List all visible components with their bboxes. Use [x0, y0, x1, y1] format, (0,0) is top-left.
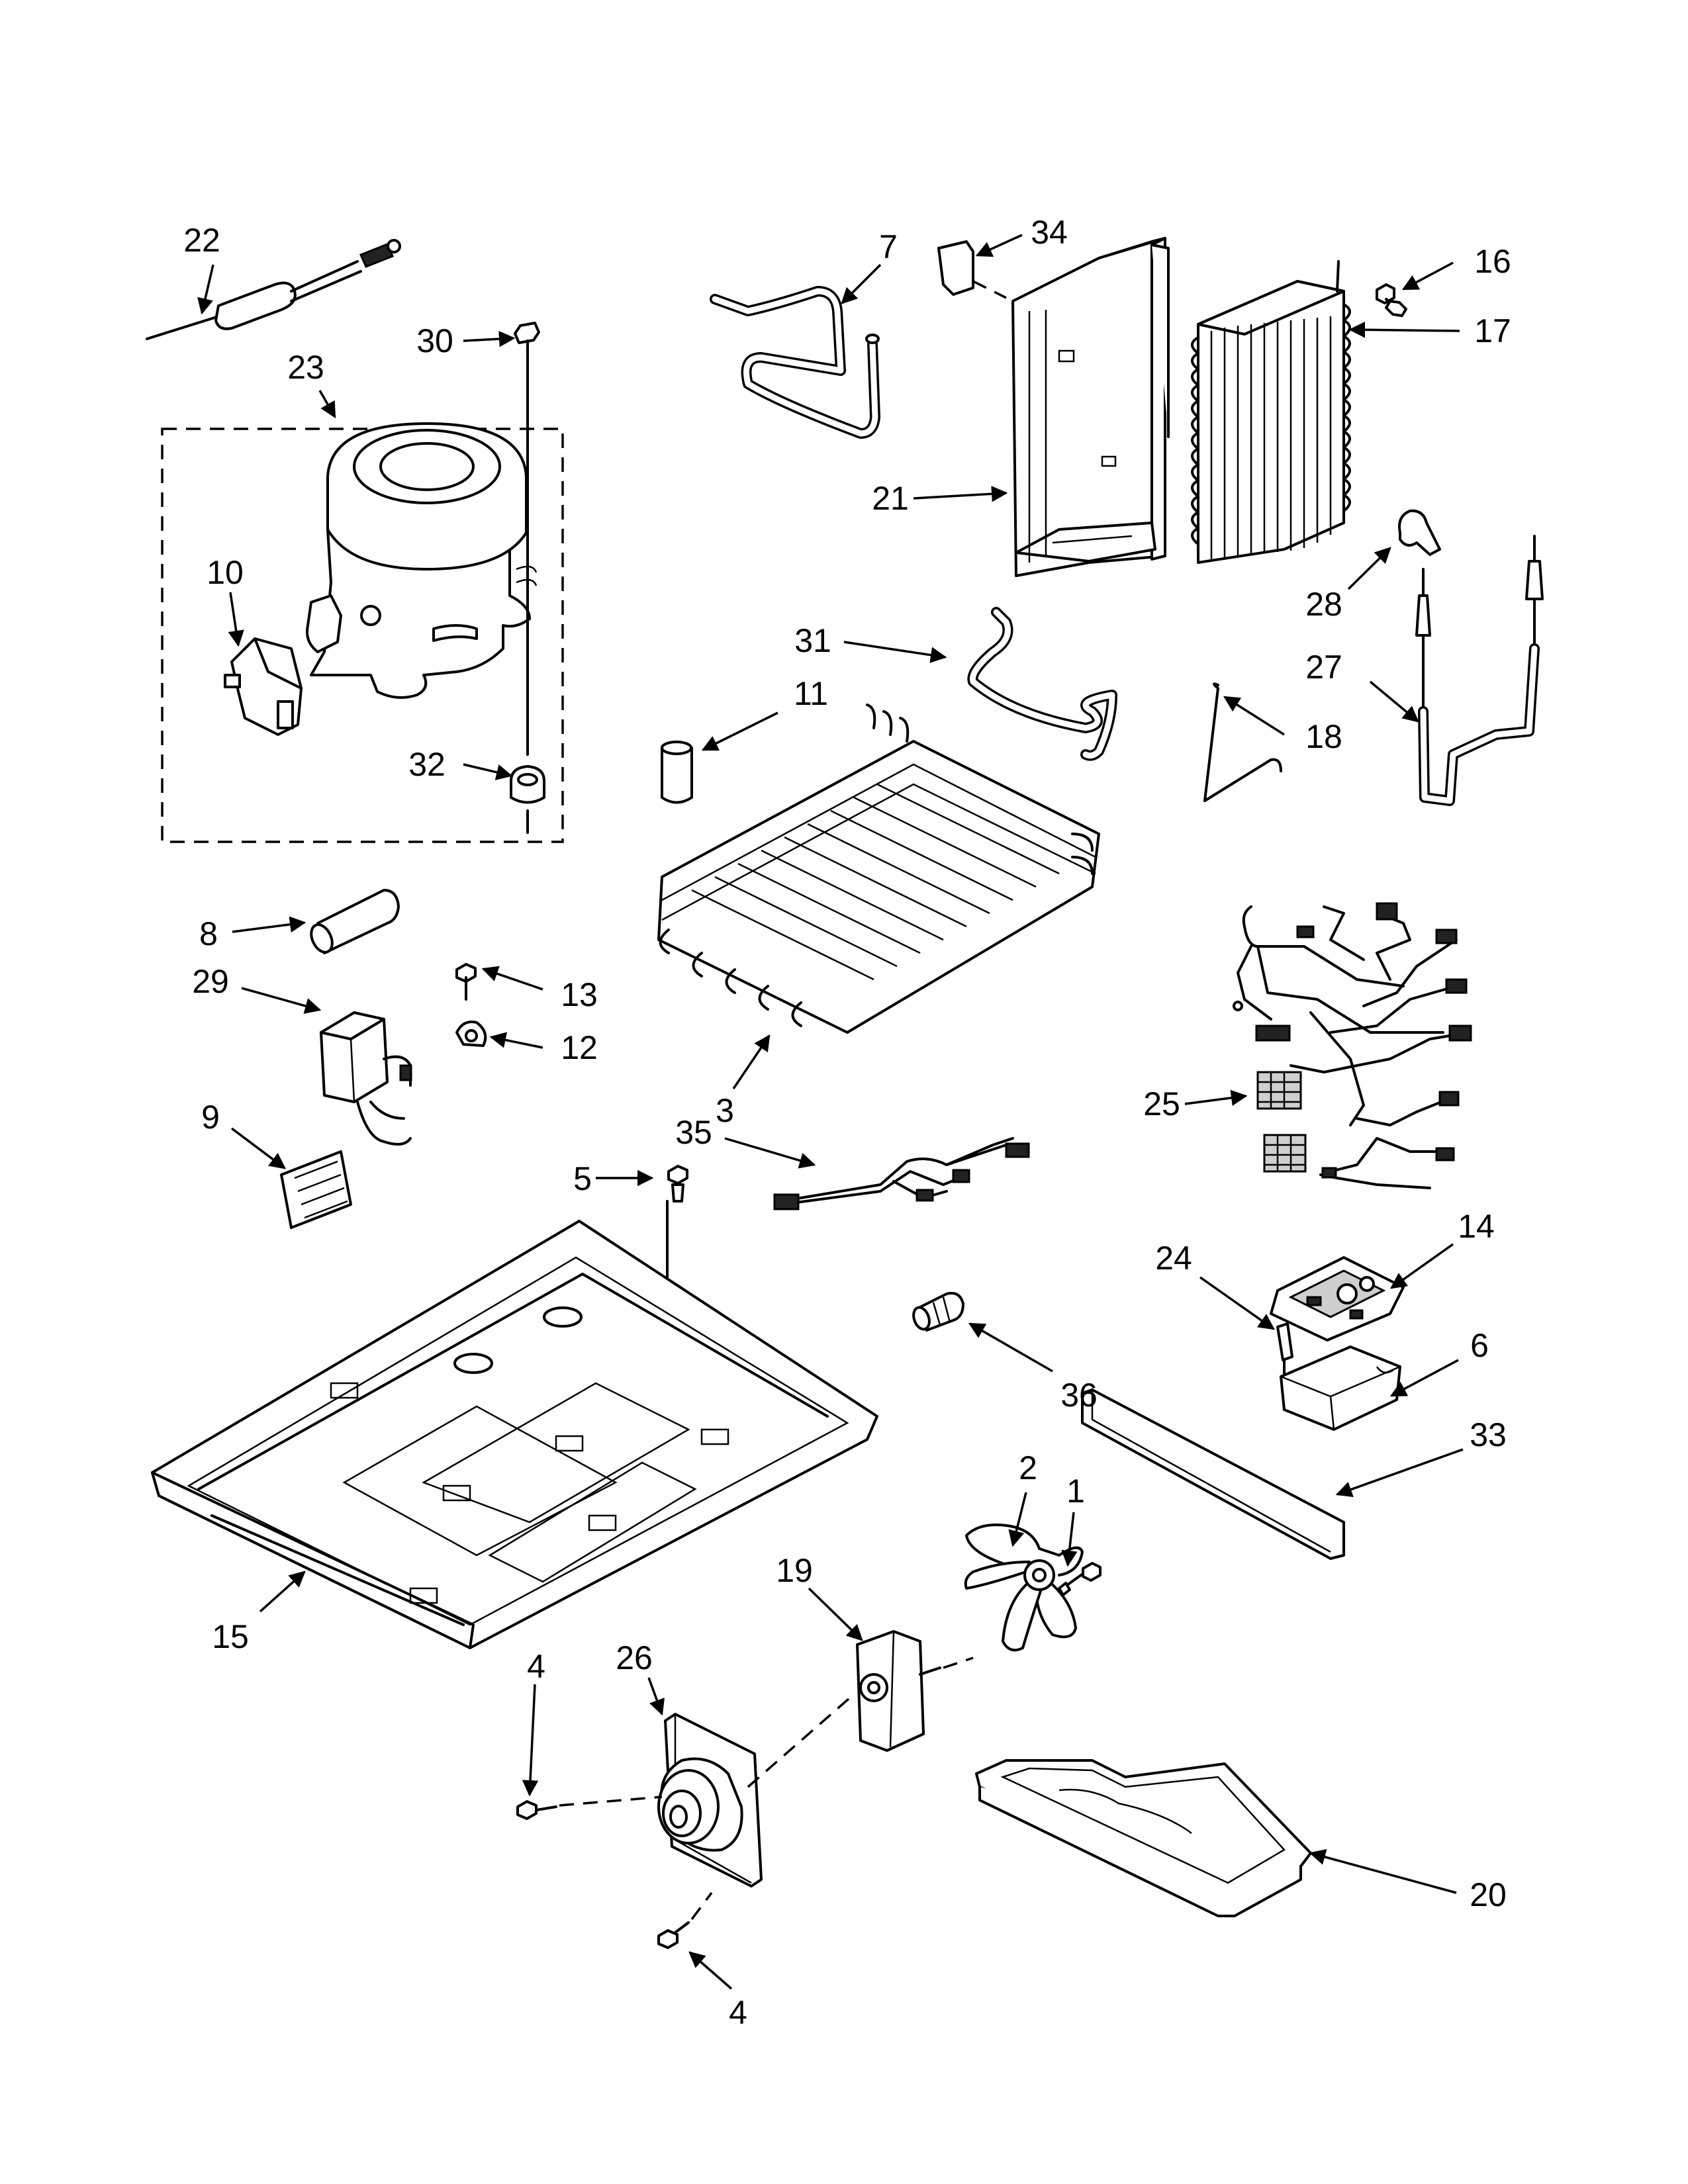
compressor-grommet-part [510, 765, 545, 834]
callout-18: 18 [1305, 718, 1342, 755]
callout-24: 24 [1155, 1240, 1192, 1277]
connector-part [1276, 1322, 1293, 1375]
filter-drier-part [146, 239, 401, 340]
callout-22: 22 [183, 222, 220, 259]
drain-tube-part [967, 607, 1117, 761]
wire-clip-part [1203, 682, 1282, 802]
callout-29: 29 [192, 963, 229, 1000]
callout-7: 7 [879, 228, 898, 265]
cylinder-36-part [912, 1292, 964, 1332]
callout-4-top: 4 [527, 1648, 545, 1685]
relay-part [224, 637, 303, 736]
callout-15: 15 [212, 1618, 249, 1655]
compressor-part [306, 422, 538, 699]
base-pan-part [151, 1200, 878, 1649]
callout-23: 23 [287, 349, 324, 386]
callout-35: 35 [675, 1114, 712, 1151]
callout-6: 6 [1470, 1327, 1489, 1364]
callout-5: 5 [573, 1160, 592, 1197]
suction-tube-part [710, 286, 880, 439]
drain-pan-part [975, 1759, 1312, 1917]
callout-21: 21 [872, 480, 909, 517]
callout-4-bottom: 4 [729, 1994, 747, 2031]
callout-17: 17 [1474, 312, 1511, 349]
callout-25: 25 [1143, 1085, 1180, 1122]
fan-screw-part [1058, 1562, 1102, 1596]
evaporator-coil-part [657, 704, 1100, 1034]
callout-11: 11 [794, 675, 828, 712]
callout-13: 13 [561, 976, 598, 1013]
fan-blade-part [964, 1524, 1084, 1652]
compressor-assembly-group [161, 428, 564, 843]
screw-13-part [455, 963, 477, 1001]
label-plate-part [280, 1150, 352, 1229]
callout-16: 16 [1474, 243, 1511, 280]
compressor-screw-part [514, 322, 540, 756]
screw-5-part [667, 1165, 688, 1203]
callout-32: 32 [408, 746, 445, 783]
clamp-12-part [455, 1021, 487, 1047]
screw-4a-part [516, 1796, 663, 1820]
leader-lines [197, 234, 1464, 1990]
screw-part [1376, 283, 1407, 317]
callout-30: 30 [416, 322, 453, 359]
callout-14: 14 [1458, 1208, 1495, 1245]
fan-shroud-part [657, 1693, 855, 1888]
callout-12: 12 [561, 1029, 598, 1066]
callout-36: 36 [1060, 1377, 1098, 1414]
callout-2: 2 [1019, 1449, 1037, 1486]
callout-9: 9 [201, 1099, 220, 1136]
wire-harness-35-part [773, 1137, 1030, 1210]
clip-part [937, 240, 1007, 299]
callout-10: 10 [207, 554, 244, 591]
callout-28: 28 [1305, 586, 1342, 623]
capillary-tube-part [1415, 535, 1544, 806]
callout-3: 3 [716, 1092, 734, 1129]
callout-31: 31 [794, 622, 831, 659]
callout-27: 27 [1305, 649, 1342, 686]
callout-19: 19 [776, 1552, 813, 1589]
callout-33: 33 [1470, 1416, 1507, 1453]
heater-tube-part [310, 889, 400, 954]
fan-motor-part [856, 1630, 974, 1752]
tube-clip-part [1398, 509, 1441, 556]
callout-20: 20 [1470, 1876, 1507, 1913]
callout-34: 34 [1031, 214, 1068, 251]
control-board-part [1270, 1256, 1405, 1342]
board-housing-part [1280, 1345, 1401, 1431]
callout-26: 26 [616, 1639, 653, 1676]
callout-1: 1 [1066, 1473, 1085, 1510]
screw-4b-part [657, 1891, 713, 1949]
capacitor-part [661, 741, 693, 804]
strip-part [1081, 1388, 1345, 1560]
evaporator-housing-part [1011, 237, 1170, 577]
wire-harness-25-part [1233, 902, 1472, 1189]
condenser-coil-part [1191, 260, 1351, 564]
callout-labels: 22 23 30 10 32 7 34 21 16 17 28 27 18 31… [183, 214, 1511, 2031]
transformer-part [320, 1011, 412, 1146]
callout-8: 8 [199, 915, 218, 952]
